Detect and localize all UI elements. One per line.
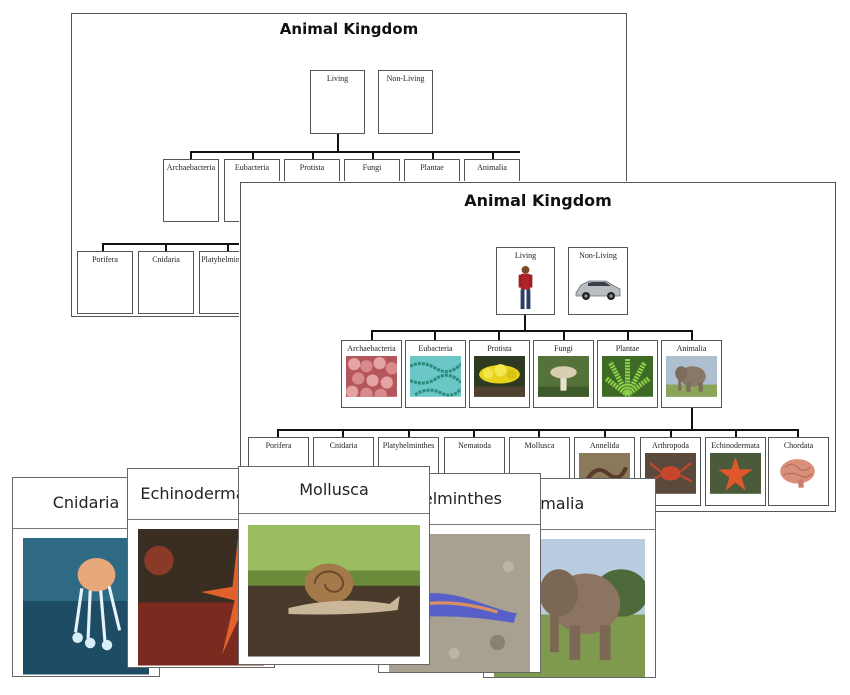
front-connector [627,330,629,340]
back-connector [492,151,494,159]
protista-image [474,356,525,397]
back-connector [190,151,192,159]
back-connector [165,243,167,251]
eubacteria-image [410,356,461,397]
front-sheet-title: Animal Kingdom [464,191,612,210]
front-box-chordata: Chordata [768,437,829,506]
front-box-echinodermata: Echinodermata [705,437,766,506]
back-connector [432,151,434,159]
front-connector [797,429,799,437]
front-box-plantae: Plantae [597,340,658,408]
back-connector [372,151,374,159]
front-chart-sheet: Animal Kingdom Living Non-Living [240,182,836,512]
front-connector [408,429,410,437]
front-connector [563,330,565,340]
back-box-non-living: Non-Living [378,70,433,134]
front-box-fungi: Fungi [533,340,594,408]
front-connector [691,330,693,340]
front-connector [670,429,672,437]
card-mollusca-title: Mollusca [239,467,429,514]
back-connector [252,151,254,159]
card-mollusca: Mollusca [238,466,430,665]
front-box-archaebacteria: Archaebacteria [341,340,402,408]
back-connector [227,243,229,251]
person-image [518,265,533,310]
front-connector [735,429,737,437]
front-connector [473,429,475,437]
front-connector [691,408,693,430]
front-connector [371,330,693,332]
front-connector [371,330,373,340]
brain-image [780,459,815,488]
back-box-cnidaria: Cnidaria [138,251,194,314]
car-image [575,280,621,300]
front-box-non-living: Non-Living [568,247,628,315]
front-connector [434,330,436,340]
fungi-image [538,356,589,397]
front-connector [498,330,500,340]
back-chart-sheet: Animal Kingdom Living Non-Living Archaeb… [71,13,627,317]
echinodermata-image [710,453,761,494]
back-connector [337,134,339,152]
back-connector [102,243,104,251]
back-box-archaebacteria: Archaebacteria [163,159,219,222]
front-box-protista: Protista [469,340,530,408]
front-box-living: Living [496,247,555,315]
card-cnidaria-title: Cnidaria [13,478,159,529]
front-connector [277,429,797,431]
snail-image [248,525,420,657]
card-echinodermata-title: Echinodermata [128,469,274,520]
front-box-animalia: Animalia [661,340,722,408]
back-connector [312,151,314,159]
back-box-porifera: Porifera [77,251,133,314]
back-sheet-title: Animal Kingdom [279,20,419,38]
plantae-image [602,356,653,397]
front-connector [524,315,526,331]
front-connector [342,429,344,437]
back-connector [102,243,242,245]
back-connector [190,151,520,153]
elephant-image [666,356,717,397]
front-connector [604,429,606,437]
front-box-eubacteria: Eubacteria [405,340,466,408]
back-box-living: Living [310,70,365,134]
front-connector [277,429,279,437]
archaebacteria-image [346,356,397,397]
front-connector [538,429,540,437]
